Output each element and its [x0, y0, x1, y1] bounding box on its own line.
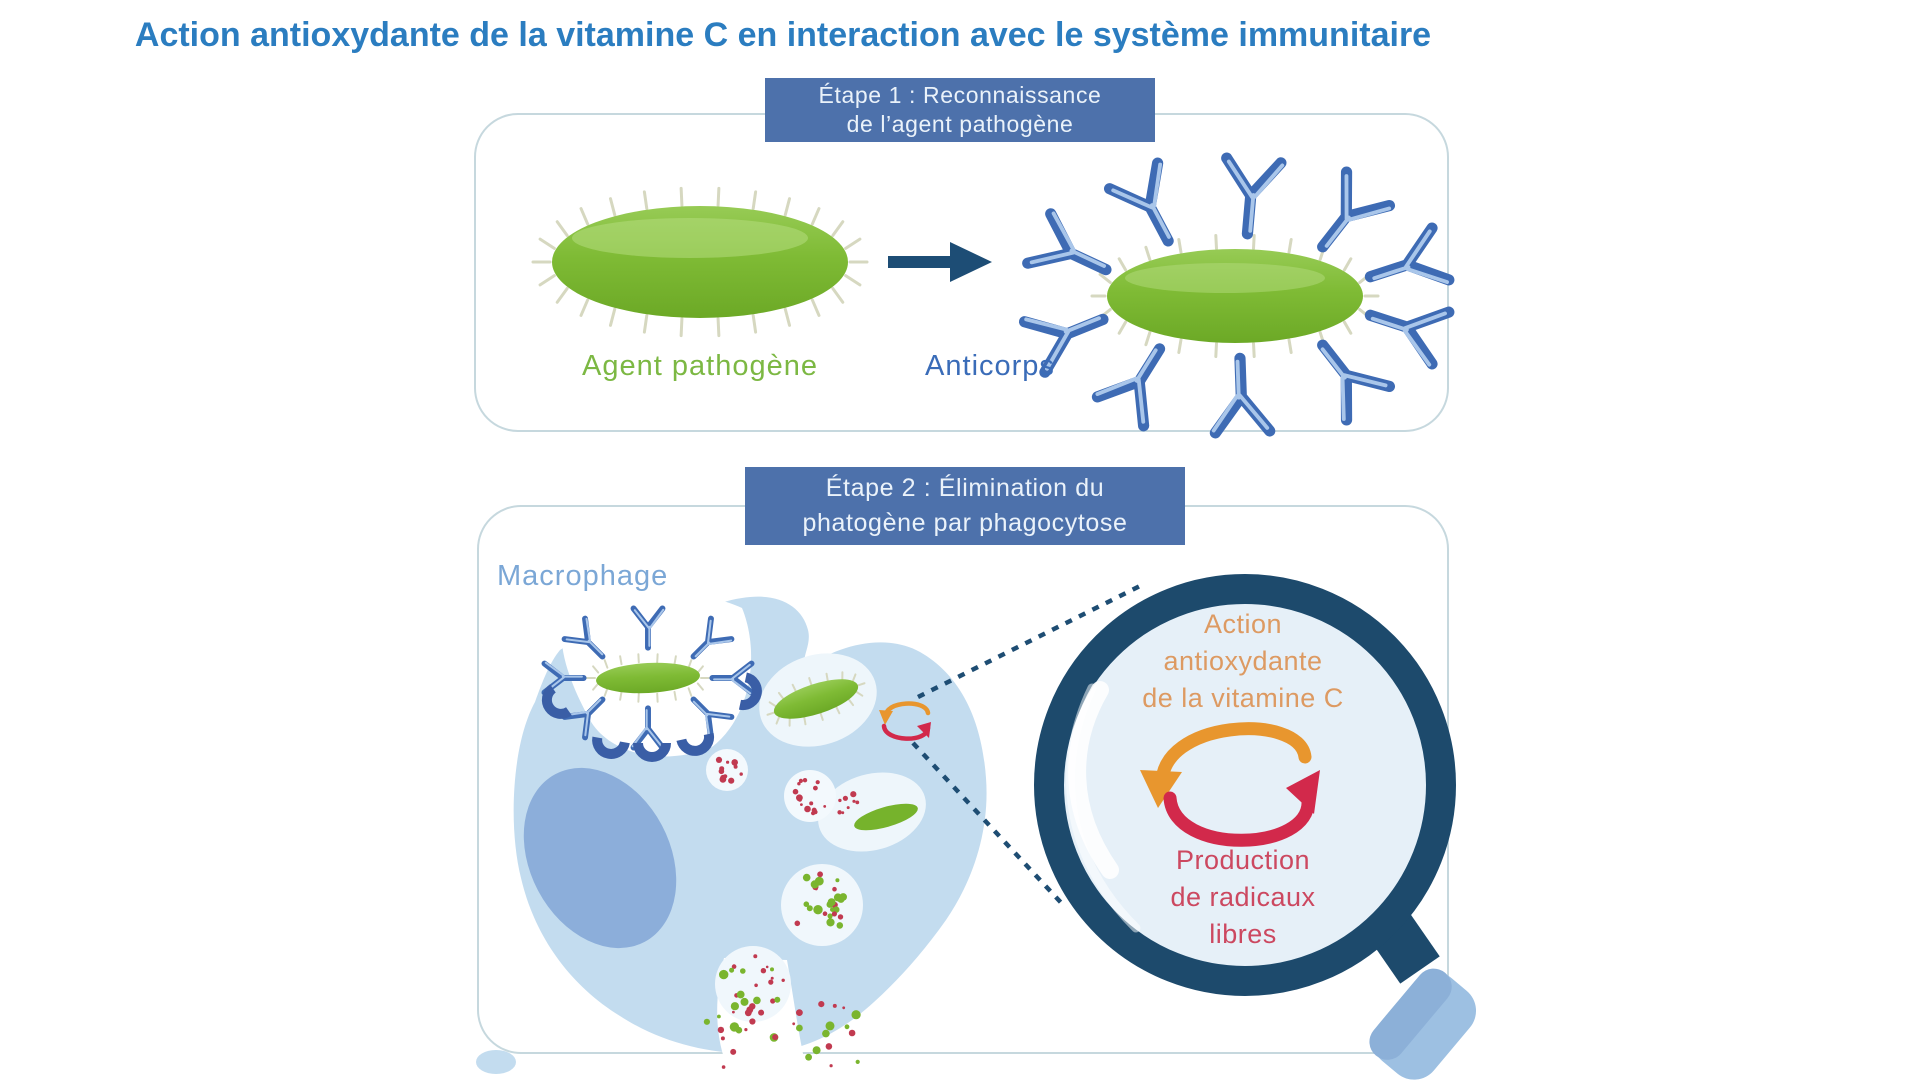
step1-badge: Étape 1 : Reconnaissance de l’agent path…: [765, 78, 1155, 142]
free-radicals-line2: de radicaux: [1170, 882, 1316, 912]
vitaminc-action-line2: antioxydante: [1163, 646, 1323, 676]
step2-badge-line1: Étape 2 : Élimination du: [825, 474, 1105, 502]
diagram-title: Action antioxydante de la vitamine C en …: [134, 16, 1432, 54]
macrophage-label: Macrophage: [497, 560, 669, 592]
free-radicals-line3: libres: [1209, 919, 1277, 949]
free-radicals-label: Production de radicaux libres: [1093, 842, 1393, 953]
step1-badge-line1: Étape 1 : Reconnaissance: [818, 82, 1102, 108]
antibody-label: Anticorps: [925, 350, 1055, 382]
free-radicals-line1: Production: [1175, 845, 1311, 875]
step2-badge: Étape 2 : Élimination du phatogène par p…: [745, 467, 1185, 545]
step2-badge-line2: phatogène par phagocytose: [802, 509, 1128, 537]
vitaminc-action-line1: Action: [1203, 609, 1283, 639]
step1-badge-line2: de l’agent pathogène: [846, 111, 1074, 137]
vitaminc-action-label: Action antioxydante de la vitamine C: [1093, 606, 1393, 717]
step1-panel: [474, 113, 1449, 432]
pathogen-label: Agent pathogène: [582, 350, 818, 382]
vitaminc-action-line3: de la vitamine C: [1142, 683, 1344, 713]
macrophage-fragment: [476, 1050, 516, 1074]
